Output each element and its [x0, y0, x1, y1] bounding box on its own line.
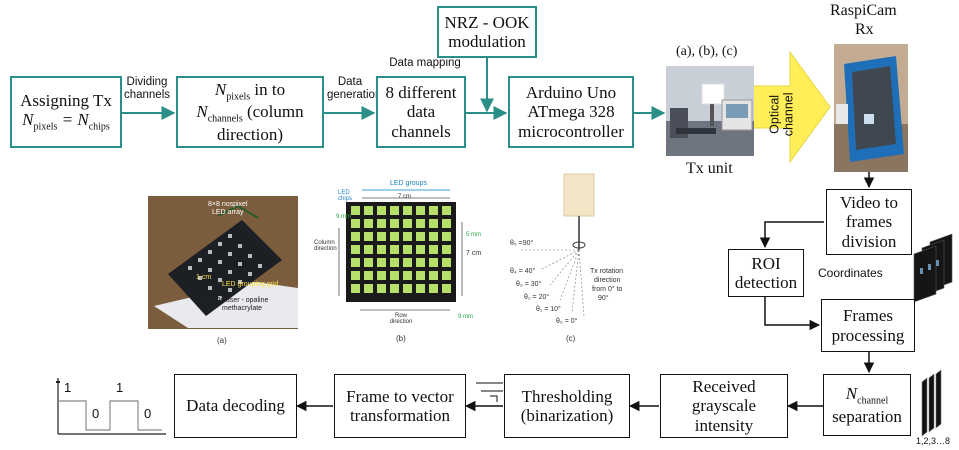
fig-b-9mm-a: 9 mm [336, 214, 351, 220]
nrz-line1: NRZ - OOK [444, 12, 530, 32]
frame-to-vector-box: Frame to vector transformation [334, 374, 466, 438]
nchannel-separation-box: Nchannel separation [823, 374, 911, 436]
frames-processing-box: Frames processing [821, 299, 915, 352]
eight-channels-box: 8 different data channels [376, 76, 466, 148]
fig-b-row: Row direction [389, 313, 413, 325]
frames-line2: processing [831, 325, 905, 345]
video-line1: Video to [840, 193, 898, 213]
arduino-box: Arduino Uno ATmega 328 microcontroller [508, 76, 634, 148]
bit-1: 1 [64, 380, 72, 395]
roi-detection-box: ROI detection [728, 249, 804, 297]
ftv-line2: transformation [349, 406, 451, 425]
npix-line1: Npixels in to [214, 79, 286, 103]
bit-2: 0 [92, 406, 100, 421]
video-line2: frames [845, 212, 893, 232]
fig-c-theta2: θ₂ = 20° [524, 294, 550, 301]
fig-c-rot1: Tx rotation [590, 268, 624, 275]
npixels-box: Npixels in to Nchannels (column directio… [176, 76, 324, 148]
bit-3: 1 [116, 380, 124, 395]
assign-line1: Assigning Tx [20, 91, 112, 111]
fig-a-text1: 8×8 nospixel [208, 201, 248, 208]
arduino-line2: ATmega 328 [527, 102, 615, 122]
led-array-illustration [148, 196, 298, 329]
fig-a-text6: methacrylate [222, 305, 263, 312]
fig-a-text3: 1 cm [196, 274, 212, 281]
optical-channel-label: Optical channel [767, 92, 796, 137]
fig-b-led-chips: LED chips [338, 190, 353, 202]
raspicam-illustration [834, 44, 908, 172]
frames-line1: Frames [842, 306, 894, 326]
thresh-line2: (binarization) [520, 406, 614, 425]
fig-c-theta4: θ₄ = 40° [510, 268, 536, 275]
received-line2: grayscale [691, 396, 757, 416]
data-generation-label: Data generation [327, 76, 382, 102]
data-decoding-box: Data decoding [174, 374, 297, 438]
figure-a-photo [148, 196, 298, 329]
received-line1: Received [692, 377, 756, 397]
roi-line2: detection [734, 273, 798, 292]
assigning-tx-box: Assigning Tx Npixels = Nchips [10, 76, 122, 148]
raspicam-line2: Rx [855, 21, 874, 38]
fig-b-7cm-top: 7 cm [398, 194, 412, 200]
tx-unit-photo [666, 66, 754, 156]
video-line3: division [841, 231, 897, 251]
arduino-line3: microcontroller [518, 121, 624, 141]
arrow-roi-to-frames [764, 296, 821, 331]
channels-line2: data [406, 102, 436, 122]
decoding-label: Data decoding [186, 396, 285, 416]
nchan-line2: separation [832, 406, 902, 426]
fig-b-caption: (b) [396, 334, 406, 343]
arrow-video-to-roi [759, 221, 824, 249]
thresh-line1: Thresholding [521, 386, 613, 406]
fig-b-led-groups: LED groups [390, 180, 427, 187]
fig-c-rot3: from 0° to [592, 286, 623, 293]
fig-c-theta3: θ₃ = 30° [516, 281, 542, 288]
received-line3: intensity [694, 415, 754, 435]
abc-label: (a), (b), (c) [676, 44, 738, 59]
raspicam-photo [834, 44, 908, 172]
thresholding-box: Thresholding (binarization) [504, 374, 630, 438]
fig-a-caption: (a) [217, 336, 227, 345]
npix-line3: direction) [216, 125, 284, 145]
assign-line2: Npixels = Nchips [22, 110, 110, 133]
bit-waveform [57, 378, 166, 435]
video-to-frames-box: Video to frames division [826, 189, 912, 255]
arduino-line1: Arduino Uno [525, 83, 617, 103]
bit-4: 0 [144, 406, 152, 421]
received-grayscale-box: Received grayscale intensity [660, 374, 788, 438]
channels-line3: channels [391, 121, 451, 141]
fig-a-text4: LED grouping grid [222, 281, 279, 288]
fig-c-rot4: 90° [598, 295, 609, 302]
nrz-ook-box: NRZ - OOK modulation [437, 6, 537, 58]
data-mapping-label: Data mapping [389, 57, 461, 69]
fig-b-9mm-b: 9 mm [458, 314, 473, 320]
fig-b-5mm: 5 mm [466, 232, 481, 238]
tx-unit-label: Tx unit [686, 160, 733, 177]
roi-line1: ROI [751, 253, 781, 273]
npix-line2: Nchannels (column [196, 102, 304, 125]
dividing-channels-label: Dividing channels [123, 76, 171, 102]
raspicam-line1: RaspiCam [830, 2, 897, 19]
nrz-line2: modulation [448, 32, 526, 51]
fig-c-theta1: θ₁ = 10° [536, 306, 561, 313]
fig-c-theta5: θ₅ =90° [510, 240, 534, 247]
channels-line1: 8 different [385, 83, 457, 103]
fig-b-column: Column direction [314, 240, 337, 252]
fig-c-rot2: direction [594, 277, 621, 284]
stack-label: 1,2,3…8 [916, 436, 951, 446]
tx-unit-illustration [666, 66, 754, 156]
fig-b-7cm-side: 7 cm [466, 250, 482, 257]
fig-c-theta0: θ₀ = 0° [556, 318, 578, 325]
fig-a-text5: LED Diffuser - opaline [200, 297, 269, 304]
nchan-line1: Nchannel [845, 384, 889, 407]
coordinates-label: Coordinates [818, 266, 883, 280]
fig-c-caption: (c) [566, 334, 576, 343]
fig-a-text2: LED array [212, 209, 244, 216]
ftv-line1: Frame to vector [346, 386, 454, 406]
